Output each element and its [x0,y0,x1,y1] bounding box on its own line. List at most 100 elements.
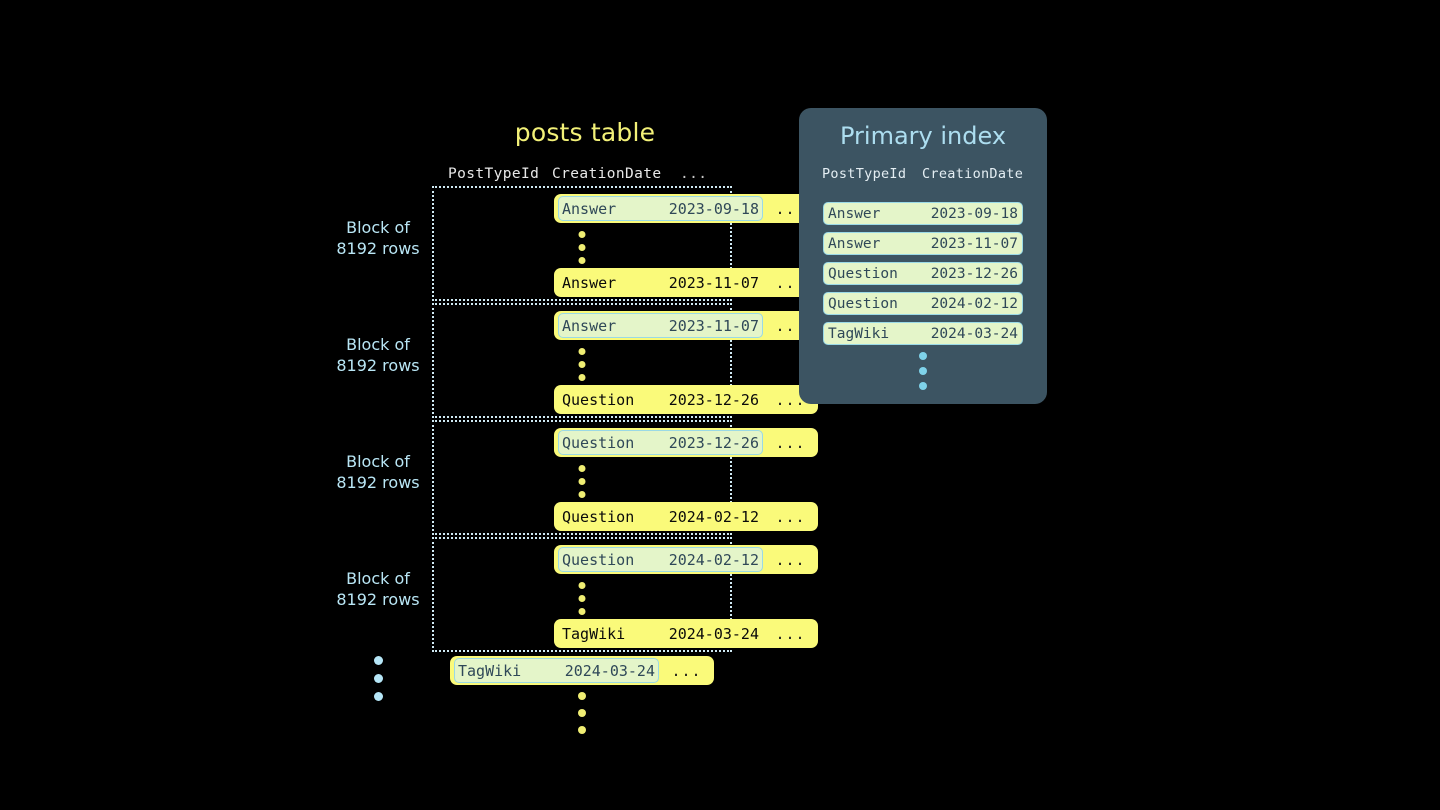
block-label-line2: 8192 rows [336,356,420,375]
cell-post-type-id: Question [828,265,898,282]
cell-creation-date: 2023-12-26 [930,265,1018,282]
table-row[interactable]: Answer 2023-11-07 ... [554,268,818,297]
dot [578,361,586,368]
cell-post-type-id: Question [562,390,635,409]
cell-creation-date: 2023-11-07 [668,316,759,335]
cell-more: ... [775,316,806,335]
block-label-line2: 8192 rows [336,239,420,258]
cell-post-type-id: Question [828,295,898,312]
table-row[interactable]: Question 2024-02-12 ... [554,545,818,574]
dot [578,465,586,472]
block-label-2: Block of 8192 rows [330,334,426,376]
dot [578,231,586,238]
dot [373,674,383,683]
cell-more: ... [775,433,806,452]
table-row[interactable]: Answer 2023-11-07 ... [554,311,818,340]
table-row[interactable]: TagWiki 2024-03-24 ... [450,656,714,685]
cell-more: ... [775,273,806,292]
block-group-2: Block of 8192 rows Answer 2023-11-07 ... [330,303,818,418]
list-item[interactable]: Question 2024-02-12 [823,292,1023,315]
dot [578,374,586,381]
block-label-line1: Block of [346,335,410,354]
column-header-post-type-id: PostTypeId [448,166,540,182]
vertical-dots-ellipsis [578,231,586,264]
trailing-section: TagWiki 2024-03-24 ... [330,654,740,754]
list-item[interactable]: TagWiki 2024-03-24 [823,322,1023,345]
cell-post-type-id: Question [562,507,635,526]
list-item[interactable]: Answer 2023-11-07 [823,232,1023,255]
dot [578,257,586,264]
cell-more: ... [775,507,806,526]
block-label-line2: 8192 rows [336,473,420,492]
block-label-line2: 8192 rows [336,590,420,609]
vertical-dots-ellipsis [578,465,586,498]
dot [578,348,586,355]
dot [578,478,586,485]
dot [578,582,586,589]
cell-post-type-id: TagWiki [458,661,522,680]
cell-post-type-id: Question [562,433,635,452]
row-cells-highlighted: TagWiki 2024-03-24 [454,658,659,683]
table-row[interactable]: Answer 2023-09-18 ... [554,194,818,223]
block-label-3: Block of 8192 rows [330,451,426,493]
cell-more: ... [775,550,806,569]
cell-post-type-id: Answer [562,199,617,218]
column-header-creation-date: CreationDate [922,166,1024,182]
primary-index-rows: Answer 2023-09-18 Answer 2023-11-07 Ques… [823,202,1023,352]
block-label-line1: Block of [346,452,410,471]
row-cells-highlighted: Answer 2023-09-18 [558,196,763,221]
block-label-1: Block of 8192 rows [330,217,426,259]
posts-table-title: posts table [514,118,656,147]
table-row[interactable]: Question 2023-12-26 ... [554,385,818,414]
block-frame-3: Question 2023-12-26 ... Question 2024-02… [432,420,818,535]
dot [578,692,586,700]
table-row[interactable]: Question 2023-12-26 ... [554,428,818,457]
dot [578,244,586,251]
dot [919,367,927,375]
row-cells: Question 2024-02-12 [558,504,763,529]
primary-index-panel: Primary index PostTypeId CreationDate An… [799,108,1047,404]
cell-creation-date: 2024-03-24 [668,624,759,643]
dot [578,709,586,717]
cell-creation-date: 2023-11-07 [668,273,759,292]
cell-post-type-id: TagWiki [828,325,890,342]
cell-post-type-id: Answer [562,316,617,335]
dot [919,352,927,360]
primary-index-column-headers: PostTypeId CreationDate [822,166,1030,182]
primary-index-ellipsis-dots [799,352,1047,390]
cell-more: ... [775,390,806,409]
row-cells-highlighted: Answer 2023-11-07 [558,313,763,338]
cell-post-type-id: Question [562,550,635,569]
cell-creation-date: 2023-12-26 [668,433,759,452]
cell-more: ... [775,624,806,643]
table-row[interactable]: TagWiki 2024-03-24 ... [554,619,818,648]
cell-creation-date: 2023-11-07 [930,235,1018,252]
list-item[interactable]: Answer 2023-09-18 [823,202,1023,225]
block-group-3: Block of 8192 rows Question 2023-12-26 .… [330,420,818,535]
dot [578,608,586,615]
cell-post-type-id: Answer [828,205,881,222]
block-frame-1: Answer 2023-09-18 ... Answer 2023-11-07 … [432,186,818,301]
dot [578,595,586,602]
column-header-more: ... [680,166,708,182]
posts-table-column-headers: PostTypeId CreationDate ... [448,166,728,182]
cell-creation-date: 2023-12-26 [668,390,759,409]
cell-creation-date: 2024-02-12 [668,507,759,526]
row-cells: Question 2023-12-26 [558,387,763,412]
cell-creation-date: 2024-03-24 [930,325,1018,342]
row-cells: TagWiki 2024-03-24 [558,621,763,646]
cell-more: ... [671,661,702,680]
cell-creation-date: 2024-02-12 [930,295,1018,312]
vertical-dots-ellipsis [578,582,586,615]
cell-post-type-id: Answer [562,273,617,292]
list-item[interactable]: Question 2023-12-26 [823,262,1023,285]
table-row[interactable]: Question 2024-02-12 ... [554,502,818,531]
cell-post-type-id: Answer [828,235,881,252]
cell-creation-date: 2023-09-18 [930,205,1018,222]
dot [919,382,927,390]
primary-index-title: Primary index [839,122,1007,150]
block-label-line1: Block of [346,218,410,237]
trailing-row-wrap: TagWiki 2024-03-24 ... [432,654,732,687]
table-bottom-ellipsis-dots [432,692,732,734]
row-cells-highlighted: Question 2023-12-26 [558,430,763,455]
